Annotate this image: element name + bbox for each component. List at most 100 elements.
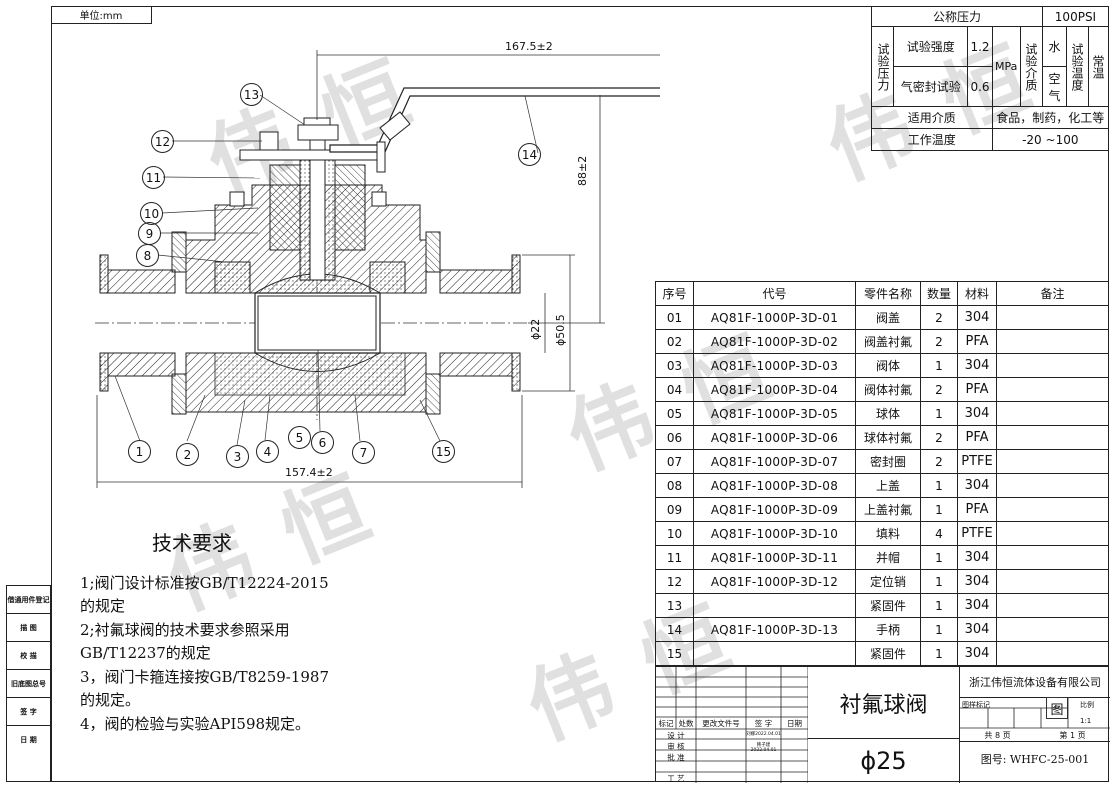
part-material: 304	[957, 401, 997, 426]
medium-water: 水	[1041, 26, 1068, 67]
part-no: 02	[655, 329, 694, 354]
part-qty: 4	[920, 521, 958, 546]
test-temp-label: 试验温度	[1066, 26, 1090, 107]
left-record-strip: 借通用件登记 描 图 校 描 旧底图总号 签 字 日 期	[6, 585, 51, 782]
strip-cell: 借通用件登记	[7, 586, 50, 614]
part-material: PFA	[957, 497, 997, 522]
part-code: AQ81F-1000P-3D-04	[693, 377, 856, 402]
rev-header: 签 字	[754, 719, 773, 728]
part-no: 01	[655, 305, 694, 330]
tech-title: 技术要求	[152, 531, 232, 555]
part-remark	[996, 569, 1109, 594]
test-temp-value: 常温	[1088, 26, 1109, 107]
callout: 2	[176, 443, 199, 466]
product-name: 衬氟球阀	[808, 667, 960, 739]
callout: 14	[518, 143, 541, 166]
header-cell: 材料	[957, 281, 997, 306]
strip-cell: 日 期	[20, 736, 37, 744]
part-qty: 2	[920, 425, 958, 450]
mark-grid	[960, 698, 1110, 729]
revision-grid	[656, 667, 808, 783]
part-code: AQ81F-1000P-3D-08	[693, 473, 856, 498]
part-qty: 1	[920, 497, 958, 522]
part-code: AQ81F-1000P-3D-11	[693, 545, 856, 570]
part-material: PFA	[957, 377, 997, 402]
part-remark	[996, 521, 1109, 546]
sample-mark-label: 图样标记	[962, 701, 990, 709]
header-cell: 备注	[996, 281, 1109, 306]
part-code: AQ81F-1000P-3D-06	[693, 425, 856, 450]
part-qty: 1	[920, 641, 958, 666]
part-remark	[996, 353, 1109, 378]
part-remark	[996, 593, 1109, 618]
part-name: 定位销	[855, 569, 921, 594]
part-name: 阀体	[855, 353, 921, 378]
part-qty: 2	[920, 305, 958, 330]
callout: 12	[151, 130, 174, 153]
part-material: 304	[957, 353, 997, 378]
strength-label: 试验强度	[893, 26, 969, 67]
header-cell: 零件名称	[855, 281, 921, 306]
header-cell: 代号	[693, 281, 856, 306]
dim-top-width: 167.5±2	[505, 40, 553, 53]
callout: 11	[142, 166, 165, 189]
part-code: AQ81F-1000P-3D-13	[693, 617, 856, 642]
part-no: 12	[655, 569, 694, 594]
tech-line: 1;阀门设计标准按GB/T12224-2015	[80, 573, 329, 592]
part-qty: 1	[920, 617, 958, 642]
callout: 13	[240, 83, 263, 106]
part-no: 15	[655, 641, 694, 666]
rev-headers: 标记 处数 更改文件号 签 字 日期	[656, 718, 808, 729]
part-no: 08	[655, 473, 694, 498]
part-material: 304	[957, 305, 997, 330]
tech-line: 的规定。	[80, 691, 141, 709]
part-code: AQ81F-1000P-3D-10	[693, 521, 856, 546]
strip-cell: 旧底图总号	[7, 670, 50, 698]
sheet-number: 第 1 页	[1059, 731, 1086, 740]
part-remark	[996, 545, 1109, 570]
sheets-total: 共 8 页	[984, 731, 1011, 740]
part-material: 304	[957, 617, 997, 642]
part-name: 阀盖衬氟	[855, 329, 921, 354]
callout: 8	[136, 244, 159, 267]
part-qty: 1	[920, 569, 958, 594]
unit-label: 单位:mm	[51, 6, 152, 24]
part-name: 填料	[855, 521, 921, 546]
part-qty: 1	[920, 593, 958, 618]
part-code	[693, 593, 856, 618]
part-remark	[996, 425, 1109, 450]
dim-height: 88±2	[576, 155, 589, 186]
rev-header: 日期	[787, 719, 802, 728]
part-code	[693, 641, 856, 666]
pressure-unit: MPa	[991, 26, 1021, 107]
part-name: 阀体衬氟	[855, 377, 921, 402]
work-temp-label: 工作温度	[871, 128, 993, 151]
part-no: 11	[655, 545, 694, 570]
work-temp-value: -20 ~100	[991, 128, 1110, 151]
part-material: 304	[957, 641, 997, 666]
part-name: 密封圈	[855, 449, 921, 474]
role-process: 工 艺	[667, 774, 685, 783]
part-qty: 2	[920, 377, 958, 402]
title-block: 标记 处数 更改文件号 签 字 日期 设 计 审 核 批 准 工 艺 刘娜202…	[655, 666, 1110, 783]
medium-air: 空气	[1041, 66, 1068, 107]
rev-header: 标记	[658, 719, 674, 728]
spec-table: 公称压力 100PSI 试验压力 试验强度 1.2 MPa 试验介质 水 试验温…	[870, 6, 1110, 151]
part-material: 304	[957, 473, 997, 498]
part-remark	[996, 329, 1109, 354]
callout: 6	[311, 431, 334, 454]
drawing-frame	[51, 6, 1109, 782]
applicable-medium-label: 适用介质	[871, 106, 993, 129]
strip-cell: 描 图	[7, 614, 50, 642]
part-name: 手柄	[855, 617, 921, 642]
part-no: 14	[655, 617, 694, 642]
part-name: 上盖	[855, 473, 921, 498]
